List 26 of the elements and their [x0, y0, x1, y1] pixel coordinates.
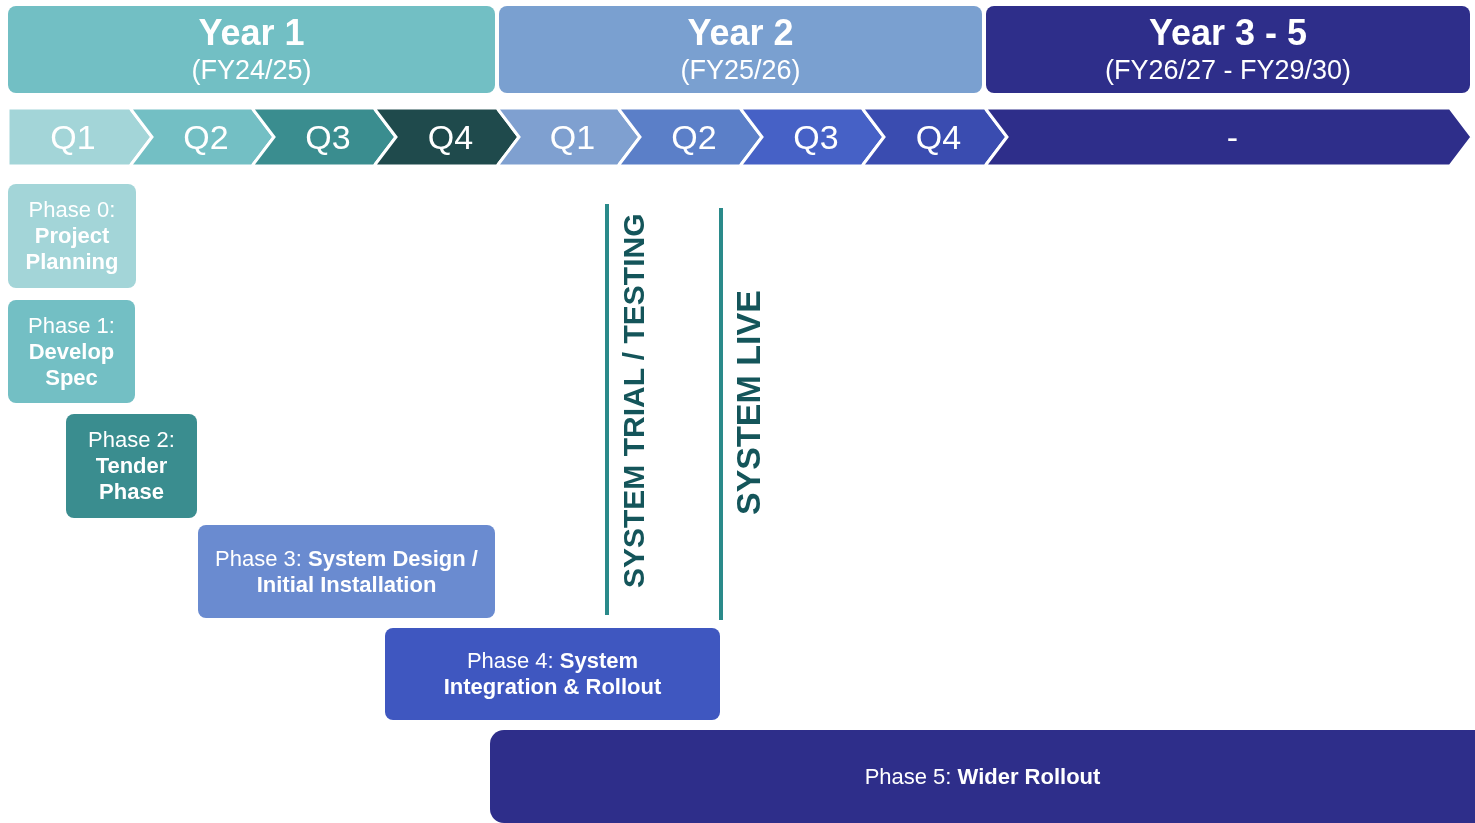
milestone-label: SYSTEM TRIAL / TESTING — [619, 213, 649, 588]
milestone-label: SYSTEM LIVE — [731, 290, 765, 515]
fiscal-year-range: (FY25/26) — [680, 53, 801, 87]
quarter-segment: Q4 — [374, 108, 519, 166]
phase-box: Phase 5: Wider Rollout — [490, 730, 1475, 823]
quarter-segment: Q3 — [740, 108, 884, 166]
quarter-segment: Q2 — [618, 108, 762, 166]
year-header — [8, 6, 495, 93]
year-header — [986, 6, 1470, 93]
fiscal-year-range: (FY24/25) — [191, 53, 312, 87]
phase-box: Phase 4: System Integration & Rollout — [385, 628, 720, 720]
quarter-segment: Q1 — [8, 108, 152, 166]
quarter-segment: Q1 — [497, 108, 640, 166]
phase-box: Phase 2: Tender Phase — [66, 414, 197, 518]
quarter-segment: - — [985, 108, 1472, 166]
year-title: Year 1 — [198, 12, 305, 53]
year-title: Year 3 - 5 — [1148, 12, 1308, 53]
quarter-segment: Q4 — [862, 108, 1007, 166]
year-title: Year 2 — [687, 12, 794, 53]
phase-box: Phase 3: System Design / Initial Installation — [198, 525, 495, 618]
phase-box: Phase 1: Develop Spec — [8, 300, 135, 403]
fiscal-year-range: (FY26/27 - FY29/30) — [1104, 53, 1352, 87]
quarter-segment: Q2 — [130, 108, 274, 166]
year-header — [499, 6, 982, 93]
phase-box: Phase 0: Project Planning — [8, 184, 136, 288]
quarter-segment: Q3 — [252, 108, 396, 166]
